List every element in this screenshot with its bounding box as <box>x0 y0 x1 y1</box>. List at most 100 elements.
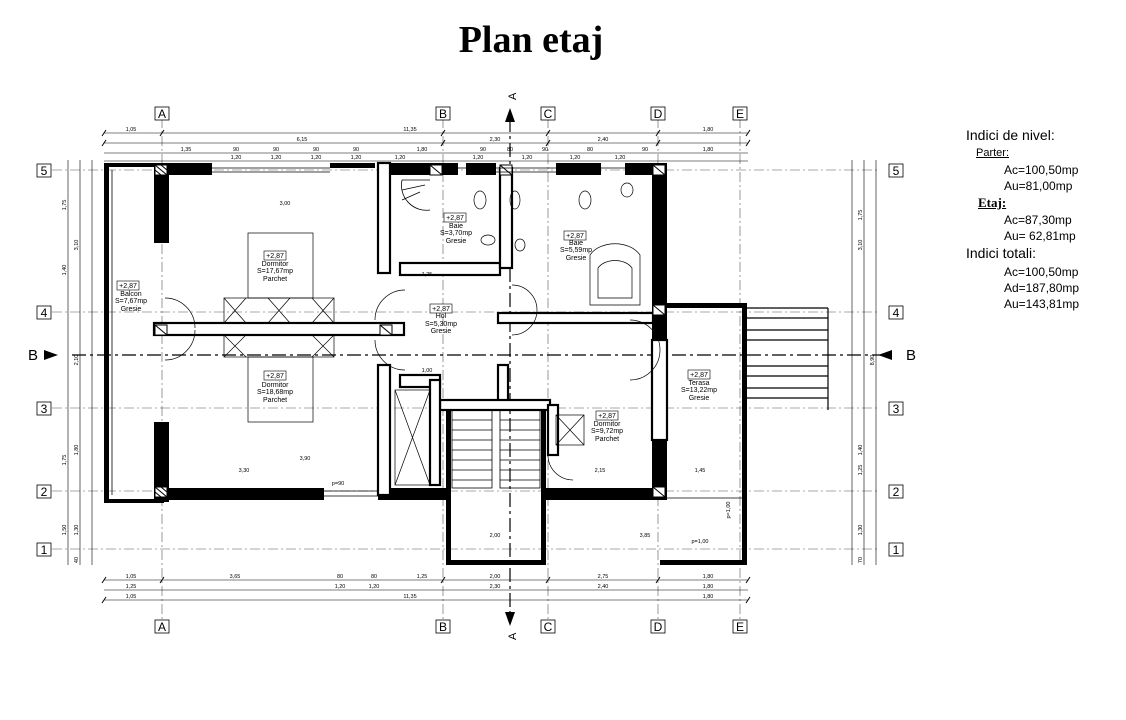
dim-label: 3,90 <box>300 456 311 462</box>
dim-label: 3,10 <box>74 240 80 251</box>
section-b-left-label: B <box>28 347 38 364</box>
dim-label: 90 <box>273 147 279 153</box>
dimension-text-top: 1,05 11,35 1,80 6,15 2,30 2,40 1,35 90 9… <box>126 127 714 161</box>
dim-label: 2,40 <box>598 137 609 143</box>
row-labels-right: 5 4 3 2 1 <box>888 163 904 557</box>
dim-label: 3,00 <box>280 201 291 207</box>
dim-label: 1,30 <box>858 525 864 536</box>
dim-label: 1,20 <box>522 155 533 161</box>
room-floor: Gresie <box>446 238 467 245</box>
dim-label: 1,20 <box>271 155 282 161</box>
room-level: +2,87 <box>119 283 137 290</box>
column-labels-bottom: A B C D E <box>154 619 748 634</box>
staircase <box>401 179 541 489</box>
dim-label: 80 <box>507 147 513 153</box>
axis-label-col: E <box>736 620 744 634</box>
axis-label-row: 3 <box>893 402 900 416</box>
room-floor: Gresie <box>566 255 587 262</box>
room-level: +2,87 <box>266 373 284 380</box>
room-area: S=17,67mp <box>257 268 293 275</box>
dim-label: 1,20 <box>351 155 362 161</box>
room-area: S=5,59mp <box>560 247 592 254</box>
dim-label: 90 <box>353 147 359 153</box>
dim-label: 90 <box>542 147 548 153</box>
room-name: Dormitor <box>262 382 290 389</box>
axis-label-row: 2 <box>41 485 48 499</box>
dim-label: 2,10 <box>74 355 80 366</box>
room-floor: Gresie <box>689 395 710 402</box>
room-level: +2,87 <box>598 413 616 420</box>
dim-label: 1,45 <box>695 468 706 474</box>
total-heading: Indici totali: <box>966 245 1037 261</box>
dim-label: 11,35 <box>403 127 416 133</box>
exterior-walls <box>104 163 747 565</box>
dim-label: 1,25 <box>417 574 428 580</box>
dim-label: p=1,00 <box>692 539 709 545</box>
structural-columns <box>154 164 666 498</box>
row-labels-left: 5 4 3 2 1 <box>36 163 52 557</box>
room-area: S=3,70mp <box>440 230 472 237</box>
room-labels: +2,87 Balcon S=7,67mp Gresie +2,87 Dormi… <box>115 212 717 443</box>
axis-label-col: A <box>158 107 166 121</box>
dim-label: 1,05 <box>126 594 137 600</box>
section-b-right-label: B <box>906 347 916 364</box>
dim-label: 1,80 <box>703 574 714 580</box>
room-floor: Parchet <box>263 397 287 404</box>
dim-label: 1,00 <box>422 368 433 374</box>
room-area: S=9,72mp <box>591 428 623 435</box>
axis-label-row: 2 <box>893 485 900 499</box>
dim-label: 1,75 <box>62 455 68 466</box>
interior-dimensions: 3,00 3,30 3,90 2,15 1,45 1,00 1,25 3,85 … <box>239 201 732 545</box>
dimension-text-right: 1,75 3,10 8,90 1,40 1,25 1,30 70 <box>858 210 876 563</box>
room-area: S=7,67mp <box>115 298 147 305</box>
dim-label: 70 <box>858 557 864 563</box>
dim-label: 90 <box>480 147 486 153</box>
room-dormitor-2: +2,87 Dormitor S=18,68mp Parchet <box>257 370 293 404</box>
dimension-text-bottom: 1,05 3,65 80 80 1,25 2,00 2,75 1,80 1,25… <box>126 574 714 600</box>
room-terasa: +2,87 Terasa S=13,22mp Gresie <box>681 369 717 402</box>
etaj-label: Etaj: <box>978 195 1007 210</box>
dim-label: 6,15 <box>297 137 308 143</box>
dim-label: 1,25 <box>126 584 137 590</box>
dim-label: 90 <box>313 147 319 153</box>
axis-label-col: B <box>439 107 447 121</box>
etaj-ac: Ac=87,30mp <box>1004 213 1072 227</box>
dim-label: 3,10 <box>858 240 864 251</box>
dim-label: 2,30 <box>490 137 501 143</box>
dim-label: 2,40 <box>598 584 609 590</box>
dim-label: 1,50 <box>62 525 68 536</box>
section-marker-a-bottom: A <box>505 612 519 640</box>
dim-label: 1,30 <box>74 525 80 536</box>
dimension-ticks <box>101 129 751 604</box>
total-ad: Ad=187,80mp <box>1004 281 1080 295</box>
dim-label: 2,00 <box>490 533 501 539</box>
dim-label: 1,20 <box>570 155 581 161</box>
room-dormitor-3: +2,87 Dormitor S=9,72mp Parchet <box>591 410 623 443</box>
dim-label: 80 <box>371 574 377 580</box>
axis-label-row: 5 <box>41 164 48 178</box>
room-name: Dormitor <box>594 421 622 428</box>
axis-label-row: 1 <box>893 543 900 557</box>
dim-label: 90 <box>233 147 239 153</box>
room-level: +2,87 <box>266 253 284 260</box>
door-swings <box>164 284 661 481</box>
room-floor: Parchet <box>263 276 287 283</box>
section-a-bottom-label: A <box>507 632 519 640</box>
axis-label-col: C <box>544 107 553 121</box>
room-area: S=18,68mp <box>257 389 293 396</box>
total-ac: Ac=100,50mp <box>1004 265 1079 279</box>
column-labels-top: A B C D E <box>154 106 748 121</box>
room-baie-2: +2,87 Baie S=5,59mp Gresie <box>560 230 592 262</box>
room-level: +2,87 <box>566 233 584 240</box>
room-level: +2,87 <box>432 306 450 313</box>
dim-label: 11,35 <box>403 594 416 600</box>
dim-label: 1,20 <box>311 155 322 161</box>
room-floor: Gresie <box>431 328 452 335</box>
dim-label: p=90 <box>332 481 344 487</box>
axis-label-row: 1 <box>41 543 48 557</box>
room-floor: Gresie <box>121 306 142 313</box>
dim-label: 1,35 <box>181 147 192 153</box>
room-name: Dormitor <box>262 261 290 268</box>
dim-label: 1,80 <box>74 445 80 456</box>
section-marker-b-left: B <box>28 347 58 364</box>
